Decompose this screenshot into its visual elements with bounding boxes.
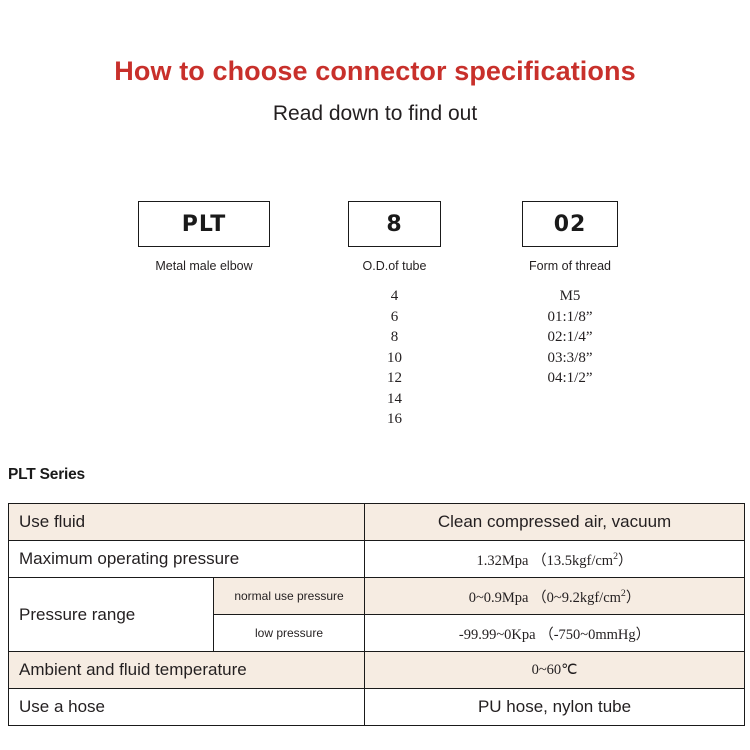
- row-value: -99.99~0Kpa （-750~0mmHg）: [364, 614, 746, 652]
- code-box-series: PLT: [138, 201, 270, 247]
- code-box-thread-form-text: 02: [553, 211, 587, 237]
- code-option: 03:3/8”: [547, 349, 593, 366]
- row-value: 0~60℃: [364, 651, 746, 689]
- row-label: Pressure range: [8, 577, 214, 652]
- code-option: 10: [387, 349, 402, 366]
- page-subtitle: Read down to find out: [272, 102, 478, 126]
- code-options-tube-od: 4 6 8 10 12 14 16: [348, 286, 441, 430]
- row-sub-label: normal use pressure: [212, 577, 366, 615]
- code-column-tube-od: 8 O.D.of tube 4 6 8 10 12 14 16: [348, 201, 441, 430]
- row-label: Ambient and fluid temperature: [7, 651, 366, 689]
- code-options-thread-form: M5 01:1/8” 02:1/4” 03:3/8” 04:1/2”: [522, 286, 618, 389]
- code-option: M5: [559, 288, 581, 304]
- code-option: 4: [390, 288, 399, 304]
- code-caption-series: Metal male elbow: [155, 259, 253, 273]
- code-column-thread-form: 02 Form of thread M5 01:1/8” 02:1/4” 03:3/8…: [522, 201, 618, 389]
- part-number-diagram: PLT Metal male elbow 8 O.D.of tube 4 6 8 10…: [0, 201, 750, 451]
- code-option: 8: [390, 329, 399, 345]
- code-box-tube-od-text: 8: [386, 211, 403, 237]
- code-box-thread-form: 02: [522, 201, 618, 247]
- row-value: 0~0.9Mpa （0~9.2kgf/cm2）: [364, 577, 746, 615]
- row-label: Maximum operating pressure: [7, 540, 366, 578]
- code-box-series-text: PLT: [181, 211, 227, 237]
- code-option: 02:1/4”: [547, 329, 593, 345]
- code-option: 16: [387, 411, 402, 427]
- code-option: 04:1/2”: [547, 370, 593, 386]
- code-option: 12: [387, 370, 402, 386]
- row-label: Use a hose: [7, 688, 366, 726]
- code-option: 01:1/8”: [547, 308, 593, 325]
- code-box-tube-od: 8: [348, 201, 441, 247]
- table-row: low pressure-99.99~0Kpa （-750~0mmHg）: [9, 614, 746, 652]
- page-title: How to choose connector specifications: [114, 56, 636, 86]
- row-value: Clean compressed air, vacuum: [364, 503, 746, 541]
- code-caption-thread-form: Form of thread: [529, 259, 611, 273]
- series-heading: PLT Series: [8, 466, 85, 483]
- code-caption-tube-od: O.D.of tube: [362, 259, 427, 273]
- code-option: 14: [387, 390, 402, 407]
- row-label: Use fluid: [7, 503, 366, 541]
- code-option: 6: [390, 308, 399, 325]
- row-sub-label: low pressure: [212, 614, 366, 652]
- row-value: PU hose, nylon tube: [364, 688, 746, 726]
- code-column-series: PLT Metal male elbow: [138, 201, 270, 286]
- row-value: 1.32Mpa （13.5kgf/cm2）: [364, 540, 746, 578]
- page-header: How to choose connector specifications R…: [0, 0, 750, 127]
